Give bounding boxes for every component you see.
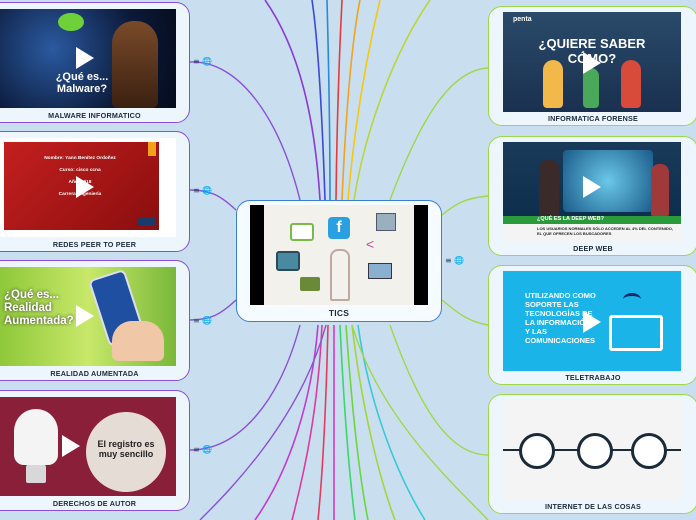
globe-screen bbox=[563, 150, 653, 212]
play-icon[interactable] bbox=[76, 47, 94, 69]
node-label: DERECHOS DE AUTOR bbox=[52, 499, 137, 508]
computer-device-icon bbox=[631, 433, 667, 469]
circle-panel bbox=[86, 412, 166, 492]
badge-orange bbox=[148, 142, 156, 156]
virus-icon bbox=[58, 13, 84, 31]
laptop-icon bbox=[368, 263, 392, 279]
brand-logo: penta bbox=[513, 16, 532, 23]
browser-window-icon bbox=[376, 213, 396, 231]
thumbnail-realidad[interactable]: ¿Qué es... Realidad Aumentada? bbox=[0, 267, 176, 366]
thumbnail-malware[interactable]: ¿Qué es... Malware? bbox=[0, 9, 176, 108]
play-icon[interactable] bbox=[583, 52, 601, 74]
cartoon-boy-2 bbox=[621, 60, 641, 108]
hand-figure bbox=[112, 321, 164, 361]
node-realidad-aumentada[interactable]: ¿Qué es... Realidad Aumentada? REALIDAD … bbox=[0, 260, 190, 381]
node-internet-de-las-cosas[interactable]: INTERNET DE LAS COSAS bbox=[488, 394, 696, 514]
expand-toggle-icon[interactable]: ≡ 🌐 bbox=[445, 256, 465, 265]
expand-toggle-icon[interactable]: ≡ 🌐 bbox=[193, 316, 213, 325]
node-label: REDES PEER TO PEER bbox=[52, 240, 137, 249]
thumbnail-forense[interactable]: penta ¿QUIERE SABER CÓMO? bbox=[503, 12, 681, 112]
cartoon-boy-1 bbox=[583, 68, 599, 108]
logo-icon bbox=[138, 218, 156, 226]
node-label: DEEP WEB bbox=[573, 244, 613, 253]
node-tics-center[interactable]: f < TICS bbox=[236, 200, 442, 322]
node-redes-peer-to-peer[interactable]: Nombre: Yann Benítez Ordoñez Curso: cisc… bbox=[0, 131, 190, 252]
thumbnail-deep-web[interactable]: ¿QUÉ ES LA DEEP WEB? LOS USUARIOS NORMAL… bbox=[503, 142, 681, 242]
thumbnail-overlay-text: ¿Qué es... Realidad Aumentada? bbox=[4, 289, 74, 327]
slide-line-1: Nombre: Yann Benítez Ordoñez bbox=[44, 156, 116, 161]
node-label: REALIDAD AUMENTADA bbox=[50, 369, 139, 378]
share-icon: < bbox=[366, 236, 375, 252]
radio-icon bbox=[300, 277, 320, 291]
laptop-icon bbox=[609, 315, 663, 351]
lower-third-subtitle: LOS USUARIOS NORMALES SÓLO ACCEDEN AL 4%… bbox=[537, 226, 674, 236]
play-icon[interactable] bbox=[76, 305, 94, 327]
thumbnail-overlay-text: UTILIZANDO COMO SOPORTE LAS TECNOLOGÍAS … bbox=[525, 291, 596, 345]
expand-toggle-icon[interactable]: ≡ 🌐 bbox=[193, 57, 213, 66]
node-label: TELETRABAJO bbox=[565, 373, 621, 382]
expand-toggle-icon[interactable]: ≡ 🌐 bbox=[193, 186, 213, 195]
thumbnail-derechos[interactable]: El registro es muy sencillo bbox=[0, 397, 176, 496]
presenter-2 bbox=[651, 164, 669, 216]
lower-third-title: ¿QUÉ ES LA DEEP WEB? bbox=[537, 216, 604, 222]
center-title: TICS bbox=[328, 308, 350, 318]
node-derechos-de-autor[interactable]: El registro es muy sencillo DERECHOS DE … bbox=[0, 390, 190, 511]
play-icon[interactable] bbox=[76, 176, 94, 198]
play-icon[interactable] bbox=[583, 176, 601, 198]
play-icon[interactable] bbox=[62, 435, 80, 457]
node-malware[interactable]: ¿Qué es... Malware? MALWARE INFORMATICO bbox=[0, 2, 190, 123]
slide-line-2: Curso: cisco ccna bbox=[59, 168, 101, 173]
thumbnail-overlay-text: El registro es muy sencillo bbox=[97, 439, 155, 459]
node-label: MALWARE INFORMATICO bbox=[48, 111, 141, 120]
lower-third-bar: ¿QUÉ ES LA DEEP WEB? LOS USUARIOS NORMAL… bbox=[503, 216, 681, 242]
facebook-icon: f bbox=[328, 217, 350, 239]
node-label: INFORMATICA FORENSE bbox=[547, 114, 639, 123]
shoe-device-icon bbox=[519, 433, 555, 469]
lightbulb-icon bbox=[14, 409, 58, 465]
presenter-1 bbox=[539, 160, 559, 216]
expand-toggle-icon[interactable]: ≡ 🌐 bbox=[193, 445, 213, 454]
thumbnail-overlay-text: ¿Qué es... Malware? bbox=[55, 71, 109, 95]
bulb-base bbox=[26, 465, 46, 483]
thumbnail-iot[interactable] bbox=[503, 400, 681, 500]
node-deep-web[interactable]: ¿QUÉ ES LA DEEP WEB? LOS USUARIOS NORMAL… bbox=[488, 136, 696, 256]
tv-icon bbox=[276, 251, 300, 271]
wifi-icon bbox=[623, 293, 641, 306]
node-label: INTERNET DE LAS COSAS bbox=[544, 502, 642, 511]
person-icon bbox=[330, 249, 350, 301]
chat-bubble-icon bbox=[290, 223, 314, 241]
person-figure bbox=[112, 21, 158, 108]
node-informatica-forense[interactable]: penta ¿QUIERE SABER CÓMO? INFORMATICA FO… bbox=[488, 6, 696, 126]
cartoon-girl bbox=[543, 60, 563, 108]
signal-device-icon bbox=[577, 433, 613, 469]
play-icon[interactable] bbox=[583, 311, 601, 333]
thumbnail-tics[interactable]: f < bbox=[250, 205, 428, 305]
node-teletrabajo[interactable]: UTILIZANDO COMO SOPORTE LAS TECNOLOGÍAS … bbox=[488, 265, 696, 385]
thumbnail-redes[interactable]: Nombre: Yann Benítez Ordoñez Curso: cisc… bbox=[0, 138, 176, 237]
thumbnail-teletrabajo[interactable]: UTILIZANDO COMO SOPORTE LAS TECNOLOGÍAS … bbox=[503, 271, 681, 371]
